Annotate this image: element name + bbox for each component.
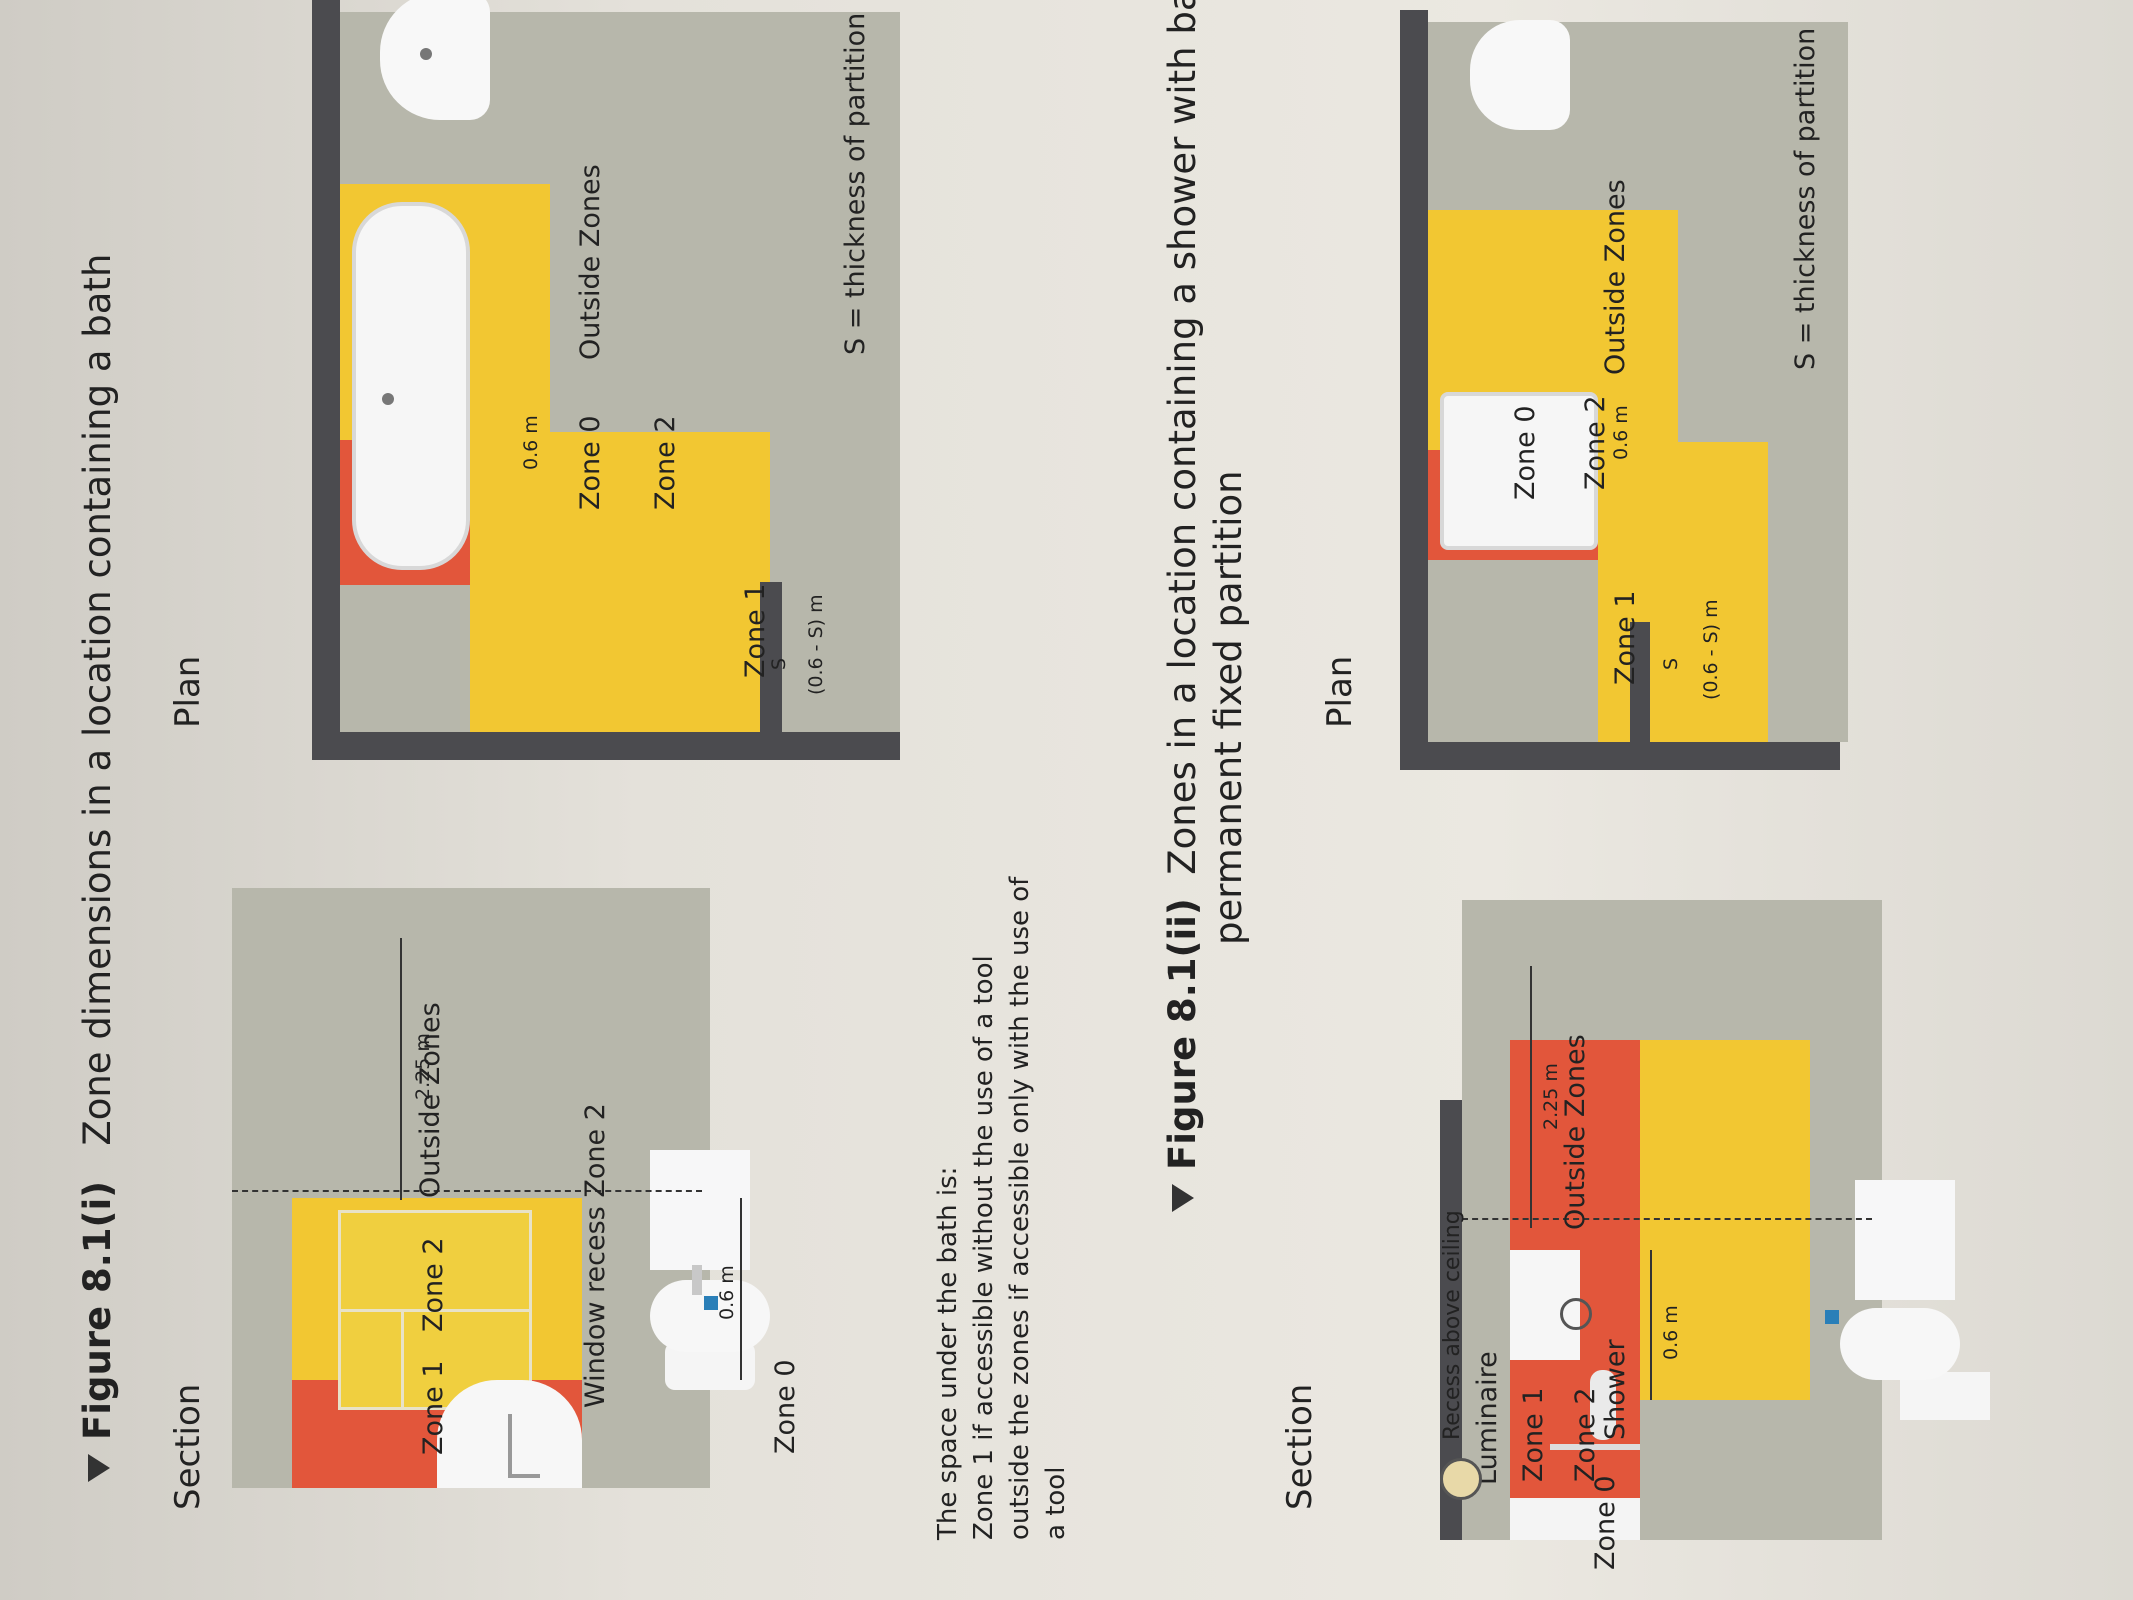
figure-i-title: Zone dimensions in a location containing… [76, 253, 119, 1146]
figure-ii-plan-zone0-label: Zone 0 [1510, 405, 1541, 501]
figure-i-section-zone2-label: Zone 2 [418, 1237, 449, 1333]
figure-ii-plan-wall-left [1400, 10, 1428, 770]
figure-ii-section-outside-label: Outside Zones [1560, 1034, 1591, 1230]
figure-ii-plan-width-label: 0.6 m [1610, 405, 1632, 460]
figure-i-section-height-dim-line [400, 938, 402, 1200]
basin-bowl [650, 1280, 770, 1352]
recess-label: Recess above ceiling [1440, 1210, 1465, 1440]
figure-ii-section-zone2-label: Zone 2 [1570, 1387, 1601, 1483]
figure-i-plan-zone0-label: Zone 0 [575, 415, 606, 511]
figure-i-section-dashed-line [232, 1190, 702, 1192]
figure-i-plan-heading: Plan [168, 655, 208, 728]
figure-i-plan-zone2-label: Zone 2 [650, 415, 681, 511]
toilet-plan [380, 0, 490, 120]
basin-bowl-ii [1840, 1308, 1960, 1380]
bath-plan [352, 202, 470, 570]
figure-ii-section-height-label: 2.25 m [1540, 1063, 1562, 1130]
figure-ii-section-width-dim-line [1650, 1250, 1652, 1400]
figure-i-caption: Figure 8.1(i) Zone dimensions in a locat… [76, 254, 119, 1440]
bath-tap-icon [508, 1414, 540, 1478]
window-recess-label: Window recess Zone 2 [580, 1103, 611, 1408]
figure-ii-title-line1: Zones in a location containing a shower … [1161, 0, 1204, 875]
figure-i-section-width-label: 0.6 m [716, 1265, 738, 1320]
figure-i-section-width-dim-line [740, 1198, 742, 1380]
figure-ii-plan-heading: Plan [1320, 655, 1360, 728]
bath-note: The space under the bath is: Zone 1 if a… [933, 876, 1071, 1540]
figure-i-plan-wall-left [312, 0, 340, 760]
figure-i-number: Figure 8.1(i) [76, 1180, 119, 1440]
figure-i-plan-zone1-label: Zone 1 [740, 583, 771, 679]
bath-plug-icon [382, 393, 394, 405]
figure-ii-section-width-label: 0.6 m [1660, 1305, 1682, 1360]
figure-ii-title-line2: permanent fixed partition [1207, 470, 1250, 945]
figure-i-plan-outside-label: Outside Zones [575, 164, 606, 360]
figure-ii-section-height-dim-line [1530, 966, 1532, 1228]
figure-ii-section-zone0-label: Zone 0 [1590, 1475, 1621, 1571]
figure-i-section-outside-label: Outside Zones [415, 1002, 446, 1198]
figure-i-plan-s-label: S [768, 657, 790, 670]
figure-ii-number: Figure 8.1(ii) [1161, 898, 1204, 1170]
shower-label: Shower [1600, 1339, 1631, 1440]
mirror [650, 1150, 750, 1270]
basin-tap-icon [692, 1265, 702, 1295]
toilet-plan-ii [1470, 20, 1570, 130]
figure-ii-plan-legend: S = thickness of partition [1790, 27, 1821, 370]
figure-ii-plan-wall-bottom [1400, 742, 1840, 770]
figure-i-section-heading: Section [168, 1383, 208, 1510]
figure-i-section-zone0-label: Zone 0 [770, 1359, 801, 1455]
figure-ii-plan-s-label: S [1660, 657, 1682, 670]
mirror-ii [1855, 1180, 1955, 1300]
figure-i-bullet-icon [88, 1454, 110, 1482]
figure-ii-plan-zone2-label: Zone 2 [1580, 395, 1611, 491]
figure-i-plan-width-label: 0.6 m [520, 415, 542, 470]
luminaire-icon [1440, 1458, 1482, 1500]
figure-ii-section-zone1-label: Zone 1 [1518, 1387, 1549, 1483]
soap-bottle-ii-icon [1825, 1310, 1839, 1324]
figure-ii-bullet-icon [1172, 1184, 1194, 1212]
shower-control-icon [1560, 1298, 1592, 1330]
figure-i-plan-radius-label: (0.6 - S) m [805, 594, 827, 695]
figure-ii-plan-outside-label: Outside Zones [1600, 179, 1631, 375]
figure-ii-section-dashed-line [1462, 1218, 1872, 1220]
figure-ii-section-heading: Section [1280, 1383, 1320, 1510]
figure-ii-plan-radius-label: (0.6 - S) m [1700, 599, 1722, 700]
figure-i-plan-wall-bottom [312, 732, 900, 760]
toilet-icon [420, 48, 432, 60]
figure-i-plan-zone2-area [470, 432, 770, 732]
figure-i-plan-legend: S = thickness of partition [840, 12, 871, 355]
figure-ii-caption: Figure 8.1(ii) Zones in a location conta… [1160, 0, 1252, 1170]
figure-ii-plan-zone1-label: Zone 1 [1610, 590, 1641, 686]
figure-i-section-zone1-label: Zone 1 [418, 1360, 449, 1456]
